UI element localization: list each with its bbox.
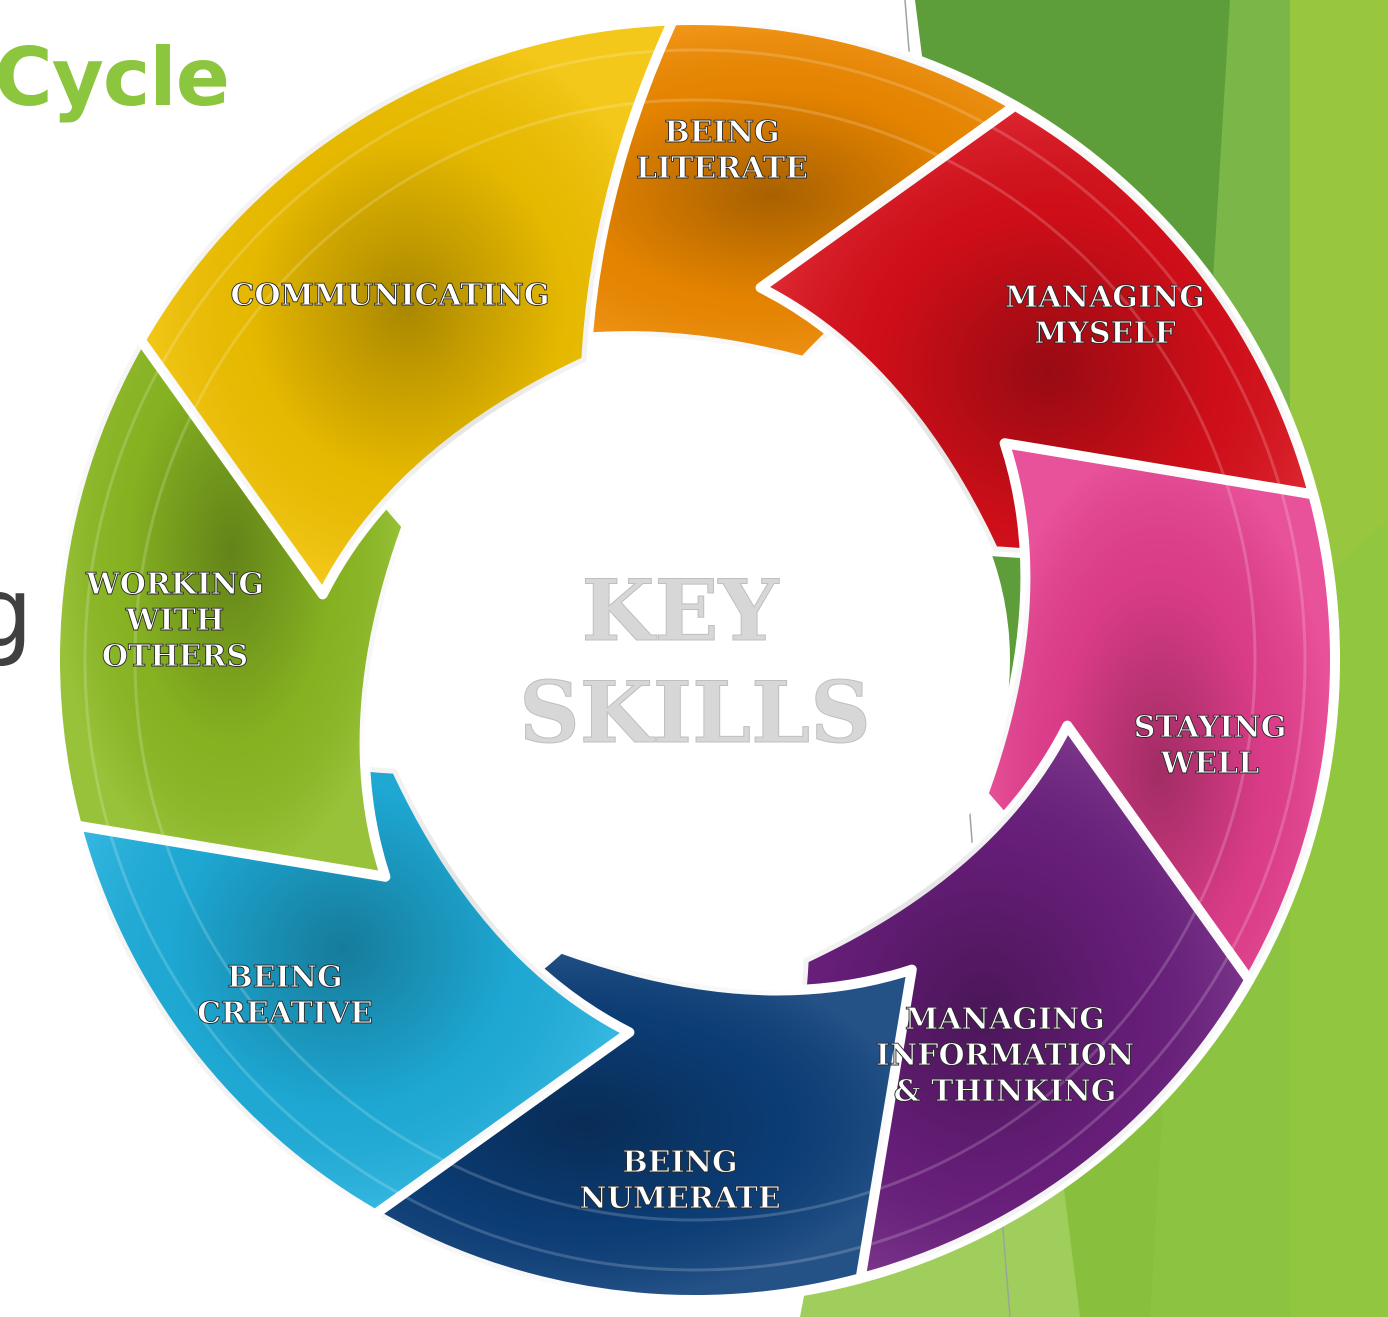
segment-label-3-line-1: STAYING [1134,710,1287,745]
segment-label-1-line-1: BEING [664,115,779,150]
segment-label-5-line-1: BEING [622,1145,737,1180]
center-title-line-2: SKILLS [519,663,871,762]
wheel-segment-shading-3 [983,443,1336,1097]
segment-label-8: COMMUNICATING [231,278,550,313]
segment-label-7-line-2: WITH [125,603,224,638]
segment-label-8-line-1: COMMUNICATING [231,278,550,313]
segment-label-2-line-1: MANAGING [1005,280,1205,315]
segment-label-4-line-2: INFORMATION [876,1038,1135,1073]
slide-text-fragment: g [0,557,33,669]
wheel-segment-shading-5 [258,948,912,1301]
segment-label-3-line-2: WELL [1160,746,1260,781]
segment-label-6-line-2: CREATIVE [197,996,373,1031]
segment-label-7-line-3: OTHERS [102,639,248,674]
segment-label-5-line-2: NUMERATE [579,1181,780,1216]
center-title-line-1: KEY [582,561,780,660]
segment-label-7-line-1: WORKING [85,567,264,602]
wheel-segment-shading-8 [140,20,673,595]
segment-label-1-line-2: LITERATE [636,151,808,186]
slide-title: Cycle [0,31,230,124]
wheel-highlight-ring-2 [83,48,1307,1272]
segment-label-4-line-3: & THINKING [894,1074,1117,1109]
wheel-highlight-ring-1 [133,98,1257,1222]
segment-label-4-line-1: MANAGING [905,1002,1105,1037]
wheel-center [380,345,1010,975]
wheel-segment-shading-7 [54,223,407,877]
segment-label-2-line-2: MYSELF [1034,316,1176,351]
segment-label-6-line-1: BEING [227,960,342,995]
